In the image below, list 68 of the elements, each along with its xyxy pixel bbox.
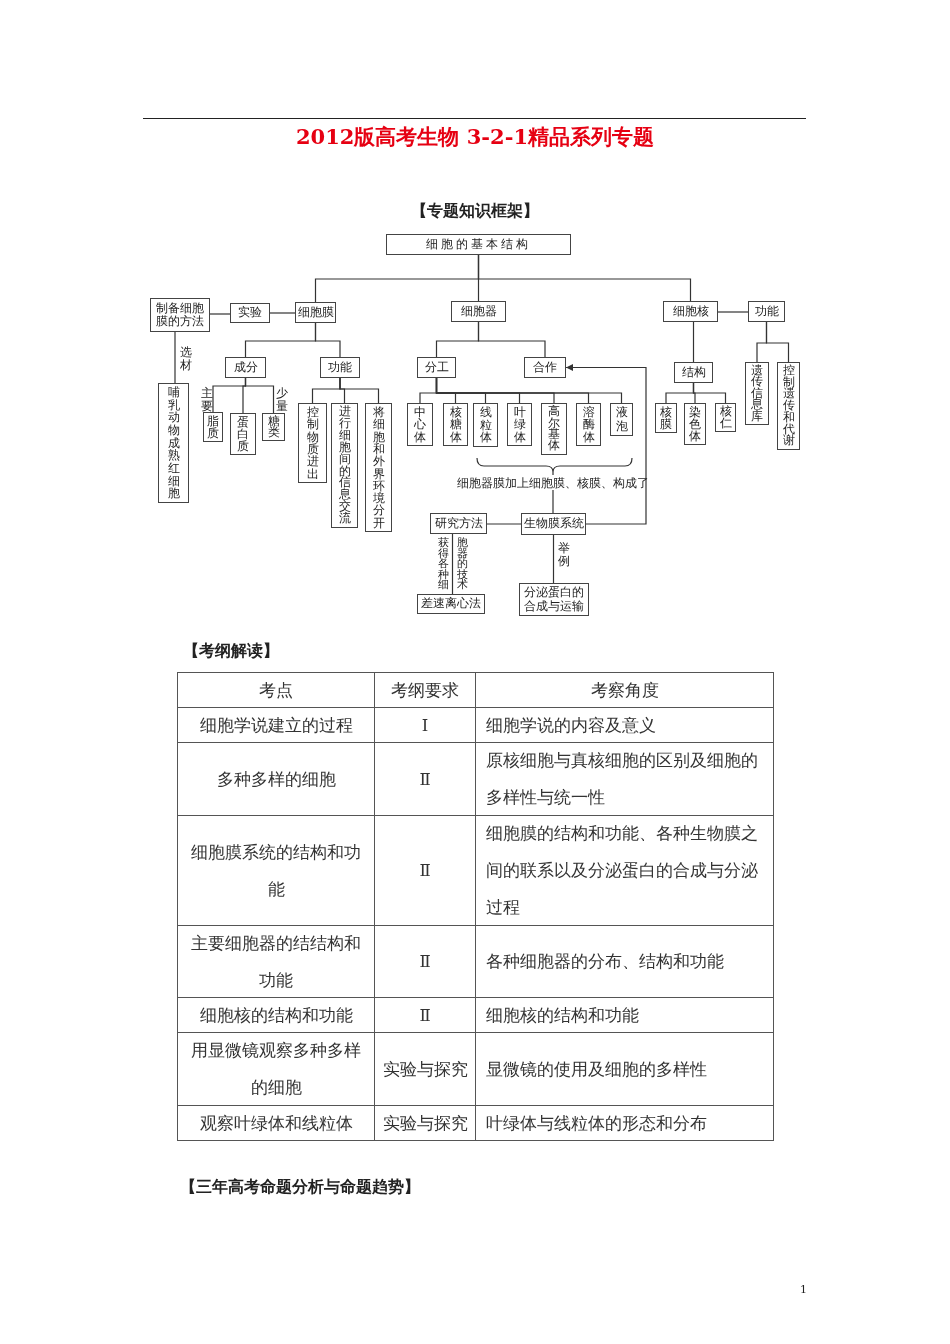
connector-line — [692, 321, 695, 363]
concept-box: 功能 — [748, 301, 785, 322]
connector-line — [692, 382, 727, 404]
concept-box: 控制物质进出 — [298, 403, 327, 483]
concept-box: 线粒体 — [473, 403, 498, 447]
concept-box: 细胞膜 — [295, 302, 336, 323]
concept-box: 控制遗传和代谢 — [777, 362, 800, 450]
concept-box: 核糖体 — [443, 403, 468, 446]
connector-line — [717, 311, 749, 313]
page-number: 1 — [800, 1283, 807, 1297]
concept-box: 遗传信息库 — [745, 362, 769, 425]
table-header-cell: 考点 — [177, 672, 375, 708]
concept-box: 实验 — [230, 303, 270, 323]
connector-line — [435, 377, 623, 404]
edge-label: 选材 — [179, 346, 192, 372]
concept-box: 染色体 — [684, 403, 706, 445]
table-cell: 叶绿体与线粒体的形态和分布 — [475, 1105, 774, 1141]
concept-box: 功能 — [320, 357, 360, 378]
edge-label: 少量 — [275, 387, 288, 413]
concept-box: 进行细胞间的信息交流 — [331, 403, 358, 528]
concept-box: 高尔基体 — [541, 403, 567, 455]
edge-label: 主要 — [200, 387, 213, 413]
document-title: 2012版高考生物 3-2-1精品系列专题 — [296, 124, 654, 150]
concept-box: 成分 — [225, 357, 266, 378]
concept-box: 研究方法 — [430, 513, 487, 534]
arrow — [565, 364, 647, 525]
root-box: 细胞的基本结构 — [386, 234, 571, 255]
section-heading: 【专题知识框架】 — [411, 202, 539, 221]
concept-box: 差速离心法 — [417, 594, 485, 614]
concept-box: 合作 — [524, 357, 566, 378]
concept-box: 蛋白质 — [230, 413, 256, 455]
connector-line — [209, 313, 231, 315]
concept-box: 哺乳动物成熟红细胞 — [158, 383, 189, 503]
concept-box: 分工 — [417, 357, 456, 378]
connector-line — [174, 331, 176, 384]
edge-label: 获得各种细胞器的技术 — [437, 537, 468, 590]
connector-line — [552, 489, 554, 514]
connector-line — [339, 377, 380, 404]
connector-line — [269, 312, 296, 314]
concept-box: 核膜 — [655, 403, 677, 433]
connector-line — [765, 321, 790, 363]
concept-box: 将细胞和外界环境分开 — [365, 403, 392, 532]
connector-line — [552, 534, 555, 584]
section-heading: 【考纲解读】 — [183, 641, 279, 661]
concept-box: 结构 — [674, 362, 713, 383]
connector-line — [477, 321, 546, 358]
concept-box: 核仁 — [715, 403, 736, 432]
concept-box: 制备细胞膜的方法 — [150, 298, 210, 332]
table-header-cell: 考察角度 — [475, 672, 774, 708]
concept-box: 叶绿体 — [507, 403, 532, 446]
concept-box: 分泌蛋白的合成与运输 — [519, 583, 589, 616]
concept-box: 生物膜系统 — [521, 513, 586, 535]
connector-line — [451, 533, 454, 595]
concept-box: 中心体 — [407, 403, 433, 446]
concept-box: 糖类 — [262, 413, 285, 441]
concept-box: 细胞器 — [451, 301, 506, 322]
connector-line — [486, 523, 522, 525]
connector-line — [244, 377, 275, 414]
section-heading: 【三年高考命题分析与命题趋势】 — [180, 1177, 420, 1197]
connector-line — [314, 322, 341, 358]
concept-box: 液泡 — [610, 403, 633, 436]
annotation-text: 细胞器膜加上细胞膜、核膜、构成了 — [455, 475, 651, 490]
edge-label: 举例 — [557, 542, 570, 568]
concept-box: 细胞核 — [663, 301, 718, 322]
connector-line — [477, 254, 692, 302]
table-cell: 观察叶绿体和线粒体 — [177, 1105, 375, 1141]
concept-box: 溶酶体 — [576, 403, 601, 446]
concept-box: 脂质 — [203, 412, 223, 442]
